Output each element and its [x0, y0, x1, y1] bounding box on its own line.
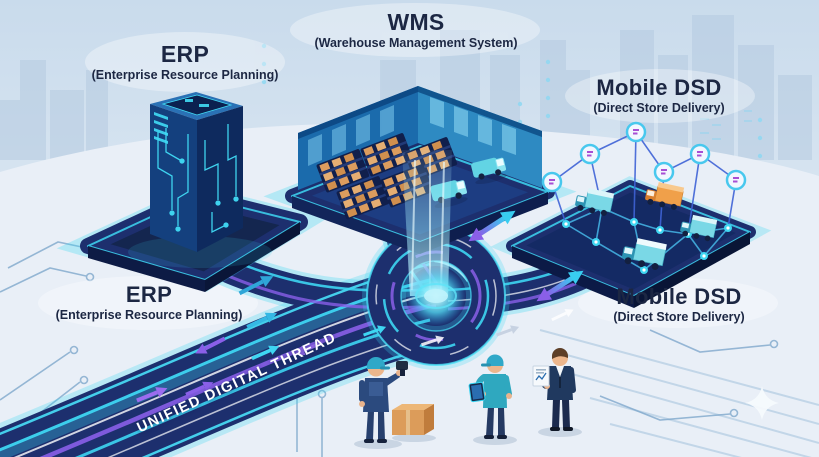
- document-chart-icon: [532, 365, 550, 387]
- map-pin-icons: [541, 121, 747, 193]
- dsd-subtitle: (Direct Store Delivery): [613, 309, 745, 324]
- erp-subtitle: (Enterprise Resource Planning): [91, 67, 279, 82]
- road-arrow-icon: [420, 335, 445, 347]
- erp-title: ERP: [160, 41, 210, 67]
- road-arrow-icon: [294, 341, 323, 356]
- dsd-label-bottom: Mobile DSD (Direct Store Delivery): [613, 285, 744, 324]
- road-arrow-icon: [551, 308, 574, 322]
- wms-title: WMS: [387, 9, 445, 35]
- manager: [532, 348, 582, 437]
- delivery-trucks: [575, 182, 718, 270]
- dsd-title: Mobile DSD: [616, 284, 742, 309]
- erp-label-bottom: ERP (Enterprise Resource Planning): [56, 283, 243, 322]
- erp-label-top: ERP (Enterprise Resource Planning): [92, 42, 279, 82]
- tablet-worker: [468, 354, 517, 445]
- sync-arrow-icon: [468, 210, 516, 242]
- erp-server-tower: [150, 92, 243, 252]
- flow-arrow-icon: [195, 336, 226, 354]
- sparkle-icon: [745, 386, 779, 420]
- warehouse-worker: [354, 357, 408, 449]
- flow-arrow-icon: [238, 276, 274, 296]
- tablet-icon: [468, 381, 486, 403]
- wms-label: WMS (Warehouse Management System): [314, 10, 517, 50]
- road-arrow-icon: [496, 325, 520, 337]
- road-arrow-icon: [136, 387, 168, 403]
- skyline-window-lights: [700, 110, 752, 140]
- dsd-title: Mobile DSD: [596, 75, 722, 100]
- delivery-truck: [680, 214, 718, 242]
- data-beam: [402, 150, 466, 326]
- route-network: [541, 121, 747, 274]
- barcode-scanner-icon: [396, 361, 408, 376]
- flow-arrow-icon: [246, 312, 278, 329]
- sync-arrow-icon: [536, 270, 584, 302]
- sync-arrows: [136, 210, 584, 403]
- erp-title: ERP: [125, 282, 173, 307]
- dsd-label-top: Mobile DSD (Direct Store Delivery): [593, 76, 724, 115]
- dsd-subtitle: (Direct Store Delivery): [593, 100, 725, 115]
- delivery-truck: [622, 238, 667, 270]
- delivery-truck-orange: [645, 182, 685, 210]
- cardboard-box: [392, 404, 436, 442]
- road-arrow-icon: [363, 325, 387, 337]
- road-arrow-icon: [251, 345, 280, 361]
- erp-subtitle: (Enterprise Resource Planning): [55, 307, 243, 322]
- delivery-truck: [575, 188, 615, 216]
- wms-warehouse: [263, 86, 577, 254]
- erp-platform: [56, 92, 329, 292]
- wms-subtitle: (Warehouse Management System): [314, 35, 518, 50]
- road-arrow-icon: [185, 381, 214, 397]
